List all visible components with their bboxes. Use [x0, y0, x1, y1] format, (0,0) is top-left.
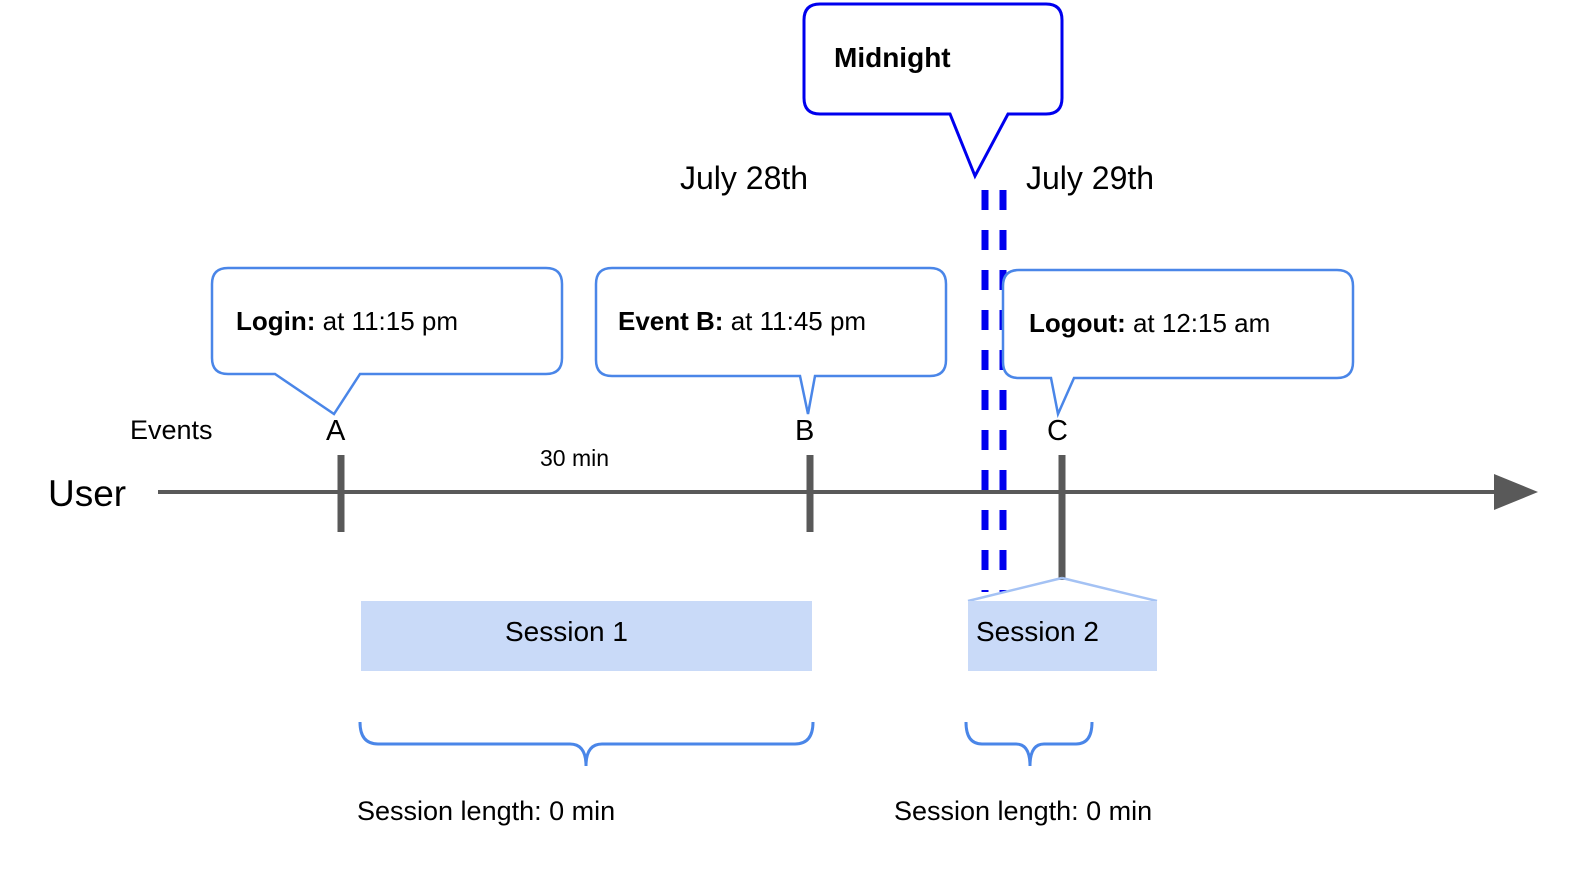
logout-callout-shape — [1001, 268, 1355, 419]
session2-connectors — [967, 576, 1158, 603]
eventb-callout-shape — [594, 266, 948, 415]
axis-row-label: User — [48, 473, 127, 514]
timeline-axis — [158, 474, 1538, 510]
session-brace-2 — [964, 721, 1094, 767]
eventb-callout[interactable] — [594, 266, 948, 415]
session-bars — [361, 601, 1157, 671]
eventb-callout-title: Event B: — [618, 306, 724, 336]
eventb-callout-detail: at 11:45 pm — [723, 306, 867, 336]
session2-connector-left — [967, 576, 1063, 603]
axis-arrowhead-icon — [1494, 474, 1538, 510]
session-braces — [358, 721, 1094, 767]
midnight-dashed-lines — [981, 190, 1007, 592]
login-callout-title: Login: — [236, 306, 316, 336]
tick-label-c: C — [1047, 415, 1068, 447]
tick-label-b: B — [795, 415, 815, 447]
date-label-right: July 29th — [1026, 160, 1155, 196]
session-bar-2[interactable] — [968, 601, 1157, 671]
login-callout[interactable] — [210, 266, 564, 416]
midnight-callout-shape — [802, 2, 1064, 180]
midnight-callout[interactable] — [802, 2, 1064, 180]
gap-duration-label: 30 min — [540, 445, 610, 471]
eventb-callout-text: Event B: at 11:45 pm — [618, 308, 866, 334]
login-callout-shape — [210, 266, 564, 416]
logout-callout-title: Logout: — [1029, 308, 1126, 338]
events-row-label: Events — [130, 415, 213, 445]
date-label-left: July 28th — [680, 160, 809, 196]
login-callout-detail: at 11:15 pm — [315, 306, 459, 336]
session-bar-label-1: Session 1 — [505, 616, 628, 647]
event-ticks — [337, 455, 1066, 580]
tick-label-a: A — [326, 415, 346, 447]
login-callout-text: Login: at 11:15 pm — [236, 308, 458, 334]
session-length-label-2: Session length: 0 min — [894, 796, 1153, 826]
logout-callout[interactable] — [1001, 268, 1355, 419]
session2-connector-right — [1061, 576, 1158, 603]
logout-callout-detail: at 12:15 am — [1125, 308, 1271, 338]
session-length-label-1: Session length: 0 min — [357, 796, 616, 826]
session-bar-label-2: Session 2 — [976, 616, 1099, 647]
logout-callout-text: Logout: at 12:15 am — [1029, 310, 1270, 336]
session-brace-1 — [358, 721, 815, 767]
session-bar-1[interactable] — [361, 601, 812, 671]
midnight-callout-label: Midnight — [834, 42, 951, 73]
